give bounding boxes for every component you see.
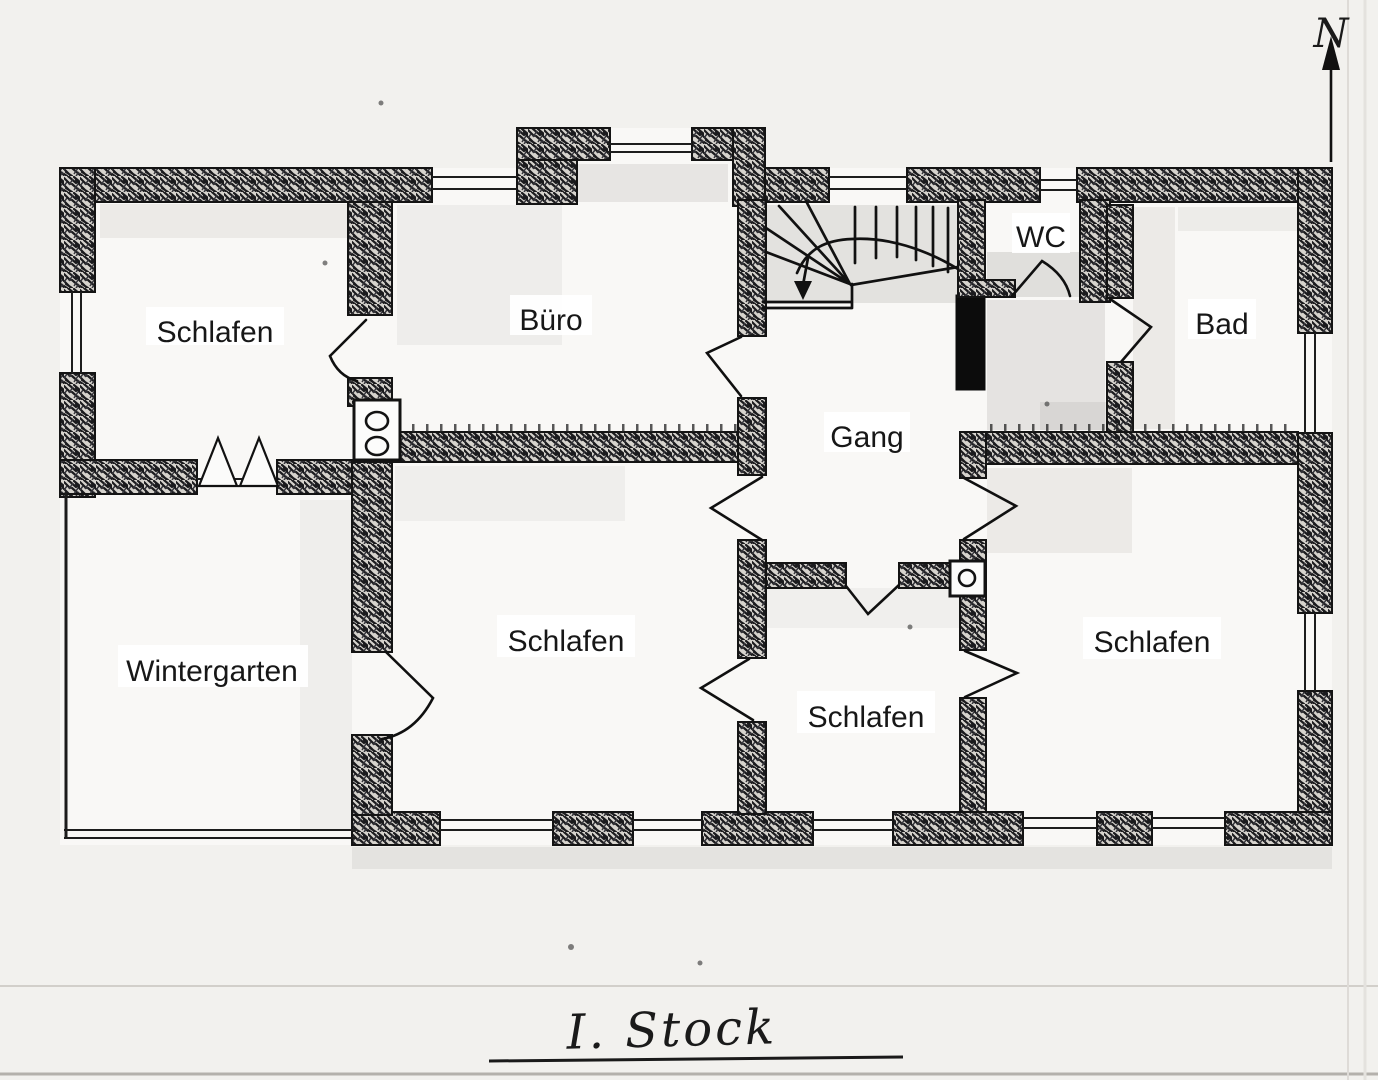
door-schlafen-mitte-sued: [698, 657, 755, 722]
ink-specks: [264, 100, 1050, 966]
door-schlafen-nw: [328, 318, 368, 383]
room-labels: Schlafen Büro WC Bad Gang Wintergarten S…: [118, 213, 1256, 734]
door-sued-ost: [963, 649, 1021, 699]
title-underline: [488, 1055, 904, 1063]
door-wintergarten: [380, 650, 435, 741]
stairs-down-arrow: [794, 256, 812, 300]
doors: [197, 259, 1153, 741]
plan-title-text: I. Stock: [565, 999, 778, 1061]
room-label-bad: Bad: [1195, 308, 1248, 341]
chimney-block: [955, 294, 986, 391]
staircase: [761, 199, 960, 310]
door-wc: [1010, 259, 1072, 298]
room-label-wintergarten: Wintergarten: [126, 655, 298, 688]
room-label-schlafen-nw: Schlafen: [157, 316, 274, 349]
room-label-wc: WC: [1016, 221, 1066, 254]
wintergarten-glass-walls: [64, 492, 356, 839]
door-bad: [1108, 297, 1153, 364]
fixtures: [352, 398, 987, 598]
door-buero: [704, 335, 743, 398]
room-label-schlafen-sued: Schlafen: [808, 701, 925, 734]
door-gang-schlafen-mitte: [708, 475, 764, 542]
door-gang-schlafen-ost: [962, 476, 1019, 541]
windows: [71, 143, 1316, 831]
stove-two-burners: [352, 398, 402, 462]
plan-title: I. Stock: [565, 999, 778, 1061]
double-door-triangles: [197, 435, 280, 488]
room-label-schlafen-mitte: Schlafen: [508, 625, 625, 658]
door-gang-schlafen-sued: [844, 583, 901, 616]
room-label-buero: Büro: [519, 304, 582, 337]
room-label-schlafen-ost: Schlafen: [1094, 626, 1211, 659]
walls: [59, 127, 1333, 846]
stove-single-burner: [948, 559, 987, 598]
north-arrow: N: [1313, 11, 1351, 162]
room-label-gang: Gang: [830, 421, 903, 454]
